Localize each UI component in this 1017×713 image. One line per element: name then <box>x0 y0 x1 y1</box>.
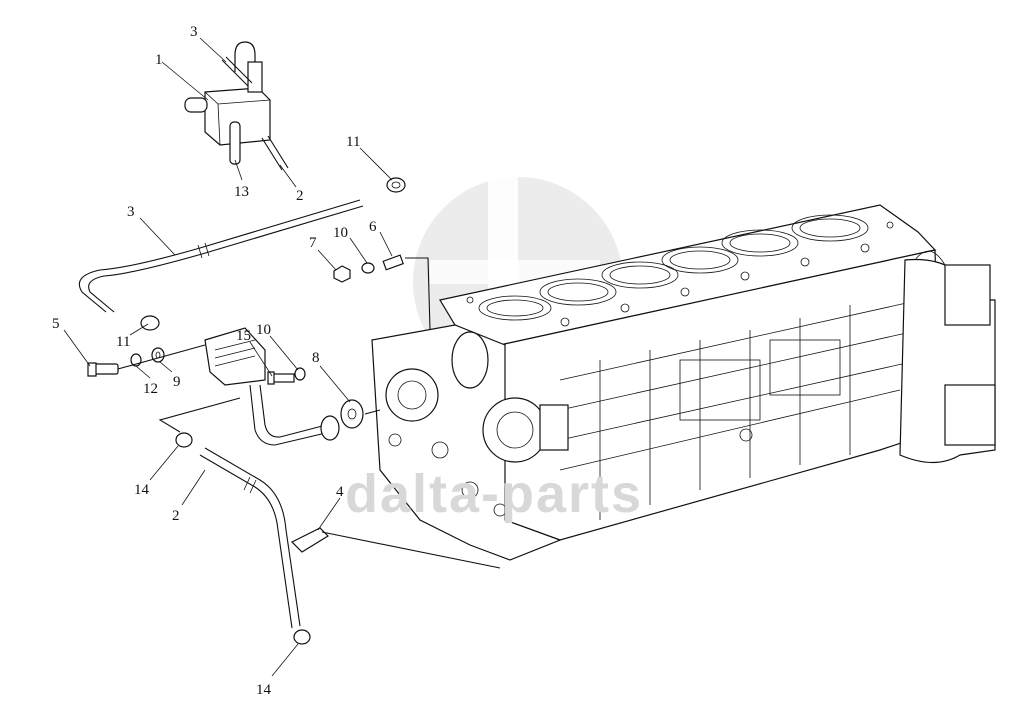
leader-lines <box>63 37 393 677</box>
callout-labels: 1 3 13 2 11 3 7 10 6 5 11 12 9 15 10 8 1… <box>52 24 377 698</box>
callout-1: 1 <box>155 52 163 68</box>
callout-6: 6 <box>369 219 377 235</box>
part-1-block <box>184 41 289 171</box>
callout-5: 5 <box>52 316 60 332</box>
callout-13: 13 <box>234 184 249 200</box>
part-11-nut-upper <box>386 177 406 193</box>
part-4-clip <box>290 527 501 569</box>
part-5-12-9-11-fasteners <box>87 315 206 377</box>
callout-2-lower: 2 <box>172 508 180 524</box>
callout-11: 11 <box>346 134 360 150</box>
callout-10-lower: 10 <box>256 322 271 338</box>
engine-block <box>371 204 996 561</box>
part-8-pipe <box>204 327 381 446</box>
callout-4: 4 <box>336 484 344 500</box>
part-2-lower-tube <box>175 432 311 645</box>
callout-8: 8 <box>312 350 320 366</box>
callout-11-lower: 11 <box>116 334 130 350</box>
watermark-text: dalta-parts <box>345 464 643 524</box>
callout-9: 9 <box>173 374 181 390</box>
callout-15: 15 <box>236 328 251 344</box>
callout-7: 7 <box>309 235 317 251</box>
part-15-10-bolt <box>158 367 306 433</box>
callout-14: 14 <box>134 482 150 498</box>
part-3-tube <box>78 199 364 313</box>
part-7-10-6-fasteners <box>333 254 431 331</box>
callout-2: 2 <box>296 188 304 204</box>
callout-10: 10 <box>333 225 348 241</box>
callout-3: 3 <box>190 24 198 40</box>
callout-3-tube: 3 <box>127 204 135 220</box>
callout-14-lower: 14 <box>256 682 272 698</box>
callout-12: 12 <box>143 381 158 397</box>
